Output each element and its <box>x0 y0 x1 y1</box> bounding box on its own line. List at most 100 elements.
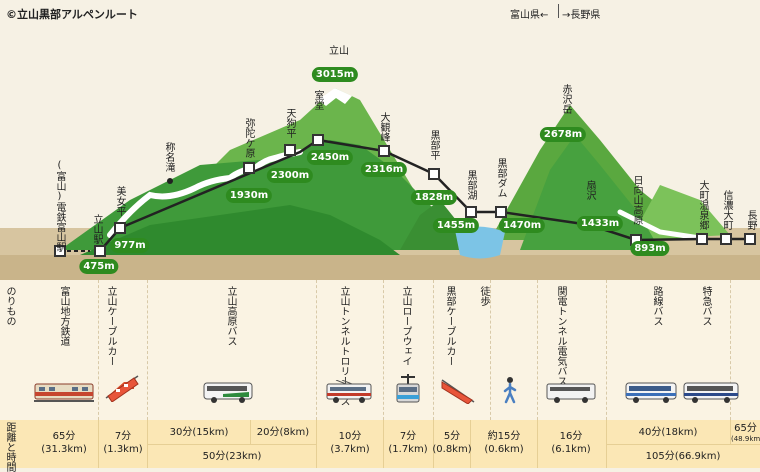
time-express-total: 105分(66.9km) <box>645 451 721 462</box>
peak-elevation-akazawadake: 2678m <box>539 127 587 142</box>
station-label-kurobedaira: 黒部平 <box>428 130 439 160</box>
vehicle-name-tateyama-cable: 立山ケーブルカー <box>105 286 116 366</box>
elevation-badge-daikanbo: 2316m <box>360 162 408 177</box>
station-label-bijodaira: 美女平 <box>114 186 125 216</box>
stop-tengudaira <box>284 144 296 156</box>
vehicle-name-kurobe-cable: 黒部ケーブルカー <box>444 286 455 366</box>
time-divider <box>433 420 434 468</box>
elevation-badge-bijodaira: 977m <box>110 238 150 253</box>
kurobe-cable-icon <box>441 379 475 404</box>
stop-nagano <box>744 233 756 245</box>
station-label-dentetsu-toyama: (富山)電鉄富山駅 <box>54 160 65 252</box>
column-divider <box>606 280 607 420</box>
vehicle-name-walking: 徒歩 <box>478 286 489 306</box>
time-highland-bus-total: 50分(23km) <box>202 451 262 462</box>
distance-value: (1.3km) <box>103 444 143 455</box>
time-ropeway: 7分 (1.7km) <box>384 430 432 456</box>
elevation-badge-tateyama: 475m <box>79 259 119 274</box>
distance-value: (31.3km) <box>41 444 87 455</box>
vehicle-name-highland-bus: 立山高原バス <box>225 286 236 346</box>
station-label-midagahara: 弥陀ケ原 <box>243 118 254 158</box>
trolley-bus-icon <box>326 380 372 403</box>
station-label-murodo: 室堂 <box>312 90 323 110</box>
column-divider <box>433 280 434 420</box>
station-label-hinatayama: 日向山高原 <box>631 175 642 225</box>
transport-panel: のりもの 富山地方鉄道 立山ケーブルカー 立山高原バス 立山トンネルトロリーバス… <box>0 280 760 472</box>
border-label-toyama: 富山県← <box>510 10 549 21</box>
stop-shinano-omachi <box>720 233 732 245</box>
time-divider <box>606 444 760 445</box>
peak-label-akazawadake: 赤沢岳 <box>560 84 571 114</box>
distance-value: (0.6km) <box>484 444 524 455</box>
time-divider <box>316 420 317 468</box>
time-value: 5分 <box>443 431 461 442</box>
stop-bijodaira <box>114 222 126 234</box>
time-value: 7分 <box>114 431 132 442</box>
vehicle-header: のりもの <box>4 286 15 326</box>
walking-icon <box>503 377 517 404</box>
column-divider <box>537 280 538 420</box>
elevation-badge-tengudaira: 2300m <box>266 168 314 183</box>
time-omachi: 65分 (48.9km) <box>731 422 760 444</box>
time-toyama-rail: 65分 (31.3km) <box>34 430 94 456</box>
border-label-nagano: →長野県 <box>562 10 601 21</box>
time-walking: 約15分 (0.6km) <box>472 430 536 456</box>
elevation-badge-kurobeko: 1455m <box>432 218 480 233</box>
time-tateyama-cable: 7分 (1.3km) <box>99 430 147 456</box>
cable-car-icon <box>105 375 139 402</box>
stop-murodo <box>312 134 324 146</box>
station-label-nagano: 長野 <box>745 210 756 230</box>
stop-daikanbo <box>378 145 390 157</box>
electric-bus-icon <box>546 383 596 403</box>
column-divider <box>98 280 99 420</box>
distance-value: (0.8km) <box>432 444 472 455</box>
time-highland-bus-a: 30分(15km) <box>169 427 229 438</box>
station-label-kurobe-dam: 黒部ダム <box>495 158 506 198</box>
station-label-ogizawa: 扇沢 <box>584 180 595 200</box>
stop-tateyama <box>94 245 106 257</box>
vehicle-name-route-bus: 路線バス <box>651 286 662 326</box>
time-value: 16分 <box>559 431 583 442</box>
highland-bus-icon <box>203 382 253 403</box>
time-value: 約15分 <box>487 431 521 442</box>
elevation-badge-midagahara: 1930m <box>225 188 273 203</box>
time-divider <box>250 420 251 444</box>
time-header: 距離と時間 <box>4 422 15 472</box>
time-divider <box>98 420 99 468</box>
time-divider <box>537 420 538 468</box>
peak-elevation-tateyama: 3015m <box>311 67 359 82</box>
column-divider <box>730 280 731 420</box>
elevation-badge-kurobedaira: 1828m <box>410 190 458 205</box>
vehicle-name-toyama-rail: 富山地方鉄道 <box>58 286 69 346</box>
copyright: ©立山黒部アルペンルート <box>6 8 138 21</box>
route-bus-icon <box>625 382 677 403</box>
time-value: 10分 <box>338 431 362 442</box>
time-kurobe-cable: 5分 (0.8km) <box>432 430 472 456</box>
elevation-badge-murodo: 2450m <box>306 150 354 165</box>
vehicle-name-trolley-bus: 立山トンネルトロリーバス <box>338 286 349 406</box>
time-highland-bus-b: 20分(8km) <box>256 427 310 438</box>
time-value: 65分 <box>734 423 757 434</box>
elevation-badge-kurobe-dam: 1470m <box>498 218 546 233</box>
time-divider <box>147 444 316 445</box>
vehicle-name-electric-bus: 関電トンネル電気バス <box>555 286 566 386</box>
stop-shomyo-falls <box>167 178 173 184</box>
time-divider <box>470 420 471 468</box>
station-label-shomyo-falls: 称名滝 <box>163 142 174 172</box>
time-electric-bus: 16分 (6.1km) <box>538 430 604 456</box>
station-label-omachi-onsen: 大町温泉郷 <box>697 180 708 230</box>
distance-value: (6.1km) <box>551 444 591 455</box>
time-divider <box>730 420 731 444</box>
time-trolley: 10分 (3.7km) <box>318 430 382 456</box>
stop-midagahara <box>243 162 255 174</box>
peak-label-tateyama: 立山 <box>329 46 349 57</box>
express-bus-icon <box>683 382 739 403</box>
prefecture-divider <box>558 4 559 18</box>
station-label-daikanbo: 大観峰 <box>378 112 389 142</box>
distance-value: (48.9km) <box>731 435 760 443</box>
time-value: 7分 <box>399 431 417 442</box>
distance-value: (1.7km) <box>388 444 428 455</box>
station-label-tengudaira: 天狗平 <box>284 108 295 138</box>
time-divider <box>383 420 384 468</box>
column-divider <box>383 280 384 420</box>
